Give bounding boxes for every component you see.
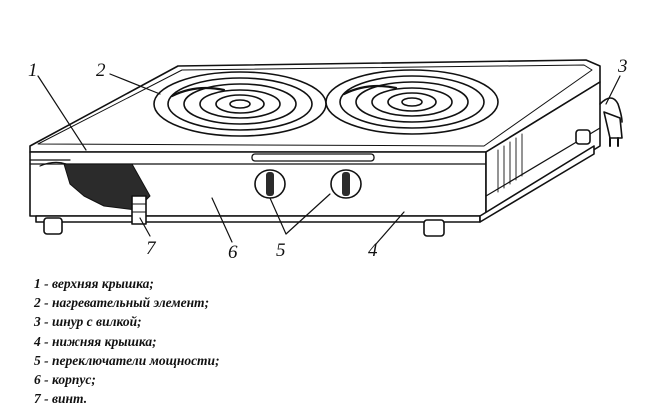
heating-element-left: [153, 71, 327, 137]
legend: 1 - верхняя крышка; 2 - нагревательный э…: [34, 274, 220, 408]
legend-item-6: 6 - корпус;: [34, 372, 96, 388]
callout-1: 1: [28, 60, 38, 81]
cutaway-hatch: [63, 163, 151, 211]
callout-2: 2: [96, 60, 106, 81]
leader-lines: [37, 73, 621, 245]
cord-with-plug: [599, 97, 623, 147]
callout-6: 6: [228, 242, 238, 263]
housing-side: [485, 81, 601, 217]
legend-item-7: 7 - винт.: [34, 391, 88, 407]
bottom-cover: [35, 145, 595, 223]
callout-5: 5: [276, 240, 286, 261]
callout-4: 4: [368, 240, 378, 261]
legend-item-5: 5 - переключатели мощности;: [34, 352, 220, 368]
screw: [131, 195, 147, 225]
legend-item-1: 1 - верхняя крышка;: [34, 276, 154, 291]
heating-element-right: [325, 69, 499, 135]
legend-item-4: 4 - нижняя крышка;: [34, 333, 157, 349]
legend-item-2: 2 - нагревательный элемент;: [34, 295, 210, 311]
legend-item-3: 3 - шнур с вилкой;: [34, 314, 142, 330]
callout-7: 7: [146, 238, 157, 259]
callout-3: 3: [617, 56, 628, 77]
power-switch-knobs: [254, 169, 362, 199]
feet: [43, 129, 591, 237]
hotplate-diagram: 1 2 3 4 5 6 7: [28, 56, 628, 263]
